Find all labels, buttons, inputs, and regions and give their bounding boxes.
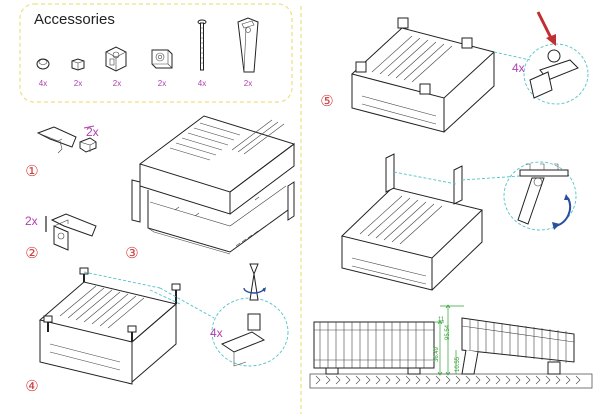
vent-slots [169,119,285,161]
dimension-lines [434,304,464,376]
step-3-number: ③ [125,244,138,262]
dim-label-3: 10.55 [455,356,461,372]
accessory-qty: 4x [198,79,206,88]
step-5-attach-stands: 4x [350,11,589,133]
accessory-tilt-stand: 2x [237,17,259,88]
step-3-enclosure-exploded [131,115,296,255]
accessory-qty: 2x [113,79,121,88]
step-2-qty: 2x [25,214,38,228]
accessory-rubber-foot: 4x [36,58,50,88]
step-1-number: ① [25,162,38,180]
dim-label-1: 95.54 [445,324,451,340]
accessory-qty: 4x [39,79,47,88]
step-1-stand-and-nut: 2x [36,125,99,154]
accessories-frame [19,3,293,103]
accessory-nut: 2x [71,58,85,88]
accessory-qty: 2x [244,79,252,88]
step-5-number: ⑤ [320,92,333,110]
dim-label-4: 11 [438,317,445,323]
detail-circle [211,297,289,367]
accessory-square-foot: 2x [151,49,173,88]
step-4-number: ④ [25,377,38,395]
step-4-mount-feet: 4x [38,263,289,385]
step-5-qty: 4x [512,61,525,75]
accessories-title: Accessories [34,11,115,28]
dim-label-2: 36.49 [434,346,440,362]
accessory-qty: 2x [74,79,82,88]
stand-rotation-view [340,153,577,291]
ground-surface [309,373,593,389]
step-2-assembled-stand: 2x [25,213,97,251]
accessory-qty: 2x [158,79,166,88]
detail-circle [503,161,577,231]
step-1-qty: 2x [86,125,99,139]
step-4-qty: 4x [210,326,223,340]
accessory-screw: 4x [197,19,207,88]
accessory-foot-block: 2x [105,46,127,88]
step-2-number: ② [25,244,38,262]
side-profile-view: 95.54 36.49 10.55 11 [309,304,593,389]
